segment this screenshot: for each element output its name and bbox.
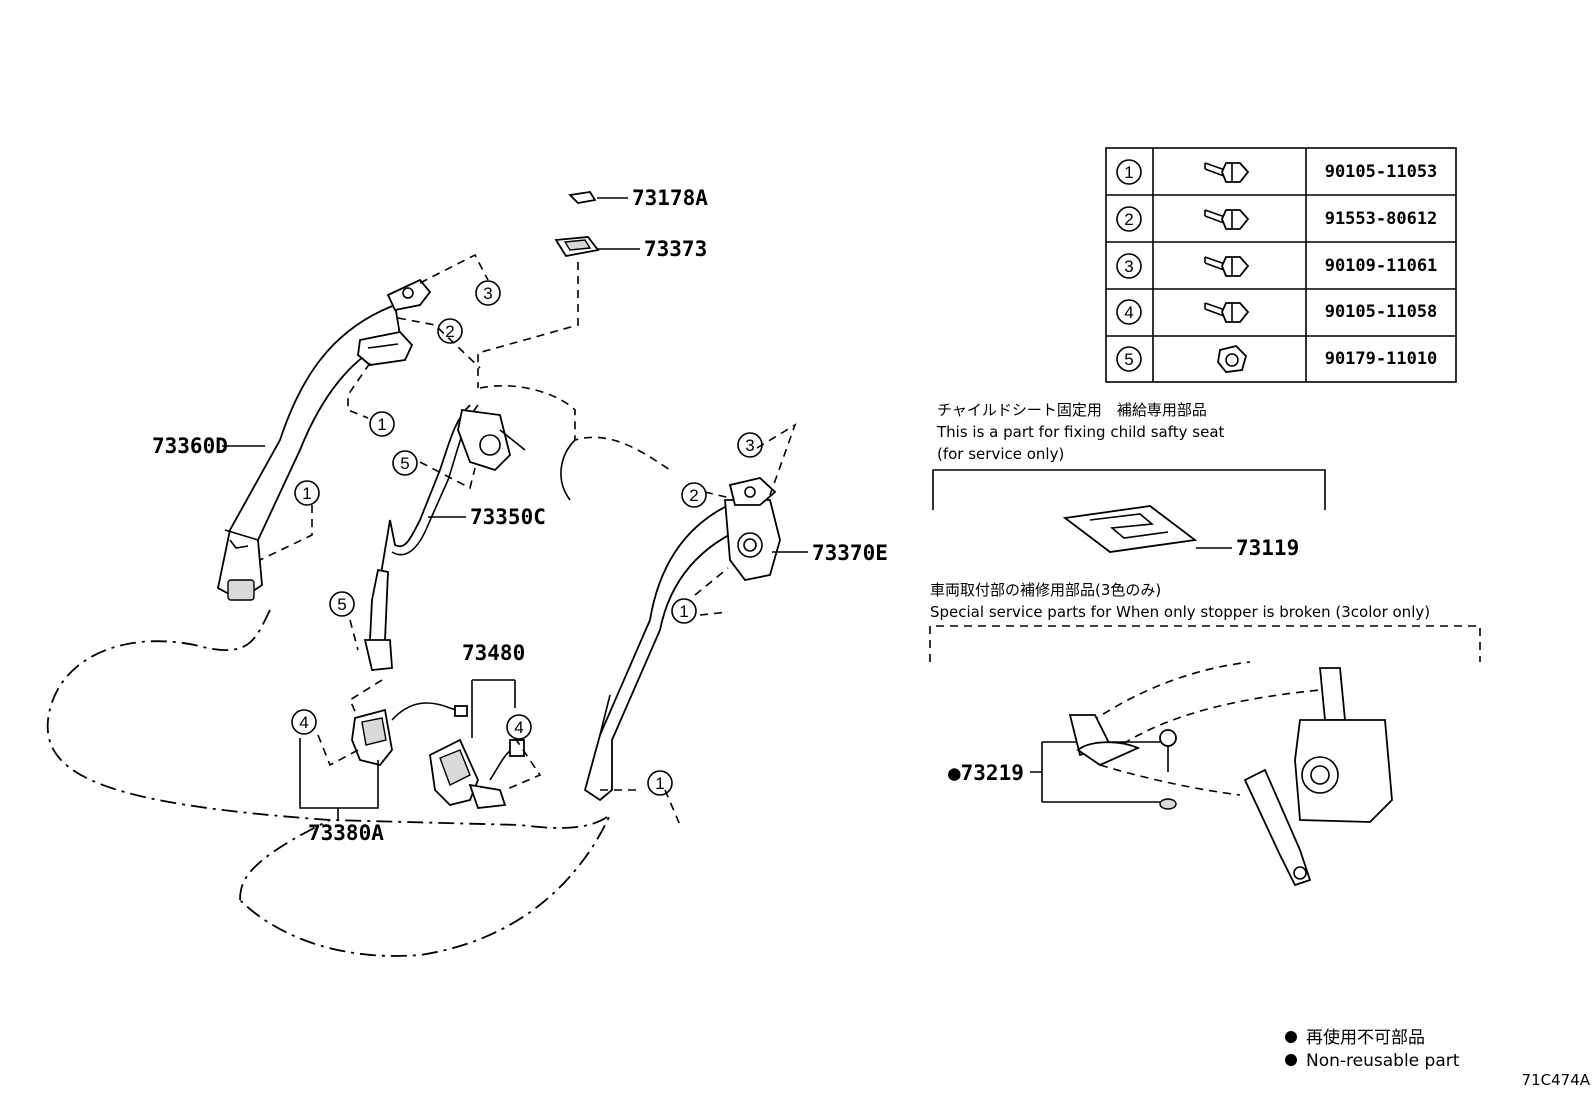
seat-outline <box>46 609 611 957</box>
label-73178A: 73178A <box>632 186 708 210</box>
svg-text:3: 3 <box>745 436 754 455</box>
figure-code: 71C474A <box>1522 1071 1591 1089</box>
buckle-73480 <box>429 738 525 809</box>
callout-1-upper-left: 1 <box>369 411 395 437</box>
upper-anchor-left <box>357 278 432 366</box>
dashed-ref-lines <box>259 253 797 826</box>
svg-text:2: 2 <box>1124 210 1133 229</box>
svg-text:再使用不可部品: 再使用不可部品 <box>1306 1027 1425 1048</box>
svg-text:3: 3 <box>483 284 492 303</box>
label-73373: 73373 <box>644 237 707 261</box>
label-73370E: 73370E <box>812 541 888 565</box>
callout-circles: 3 2 1 5 1 5 4 4 3 2 1 1 <box>291 280 763 796</box>
part-labels: 73178A 73373 73360D 73350C 73370E 73480 … <box>152 186 1299 845</box>
non-reusable-dot-icon <box>1285 1054 1297 1066</box>
label-73380A: 73380A <box>308 821 384 845</box>
belt-73360D <box>216 303 402 602</box>
callout-2-right: 2 <box>681 482 707 508</box>
bolt-icon <box>1204 256 1250 277</box>
label-73119: 73119 <box>1236 536 1299 560</box>
table-row: 3 90109-11061 <box>1116 253 1438 279</box>
seat-mid-curve <box>560 439 576 501</box>
svg-text:90105-11058: 90105-11058 <box>1325 302 1438 322</box>
svg-text:3: 3 <box>1124 257 1133 276</box>
bolt-icon <box>1204 302 1250 323</box>
callout-4-left-buckle: 4 <box>291 709 317 735</box>
buckle-73380A <box>351 702 468 767</box>
svg-text:5: 5 <box>400 454 409 473</box>
svg-text:4: 4 <box>514 718 523 737</box>
svg-text:90109-11061: 90109-11061 <box>1325 256 1438 276</box>
part-73373-shape <box>554 236 600 257</box>
svg-text:1: 1 <box>302 484 311 503</box>
legend: 再使用不可部品 Non-reusable part <box>1285 1027 1460 1071</box>
svg-text:Non-reusable part: Non-reusable part <box>1306 1051 1460 1071</box>
label-73480: 73480 <box>462 641 525 665</box>
svg-text:5: 5 <box>337 595 346 614</box>
svg-text:91553-80612: 91553-80612 <box>1325 209 1438 229</box>
svg-text:4: 4 <box>1124 303 1133 322</box>
non-reusable-dot-icon <box>1285 1031 1297 1043</box>
leader-lines <box>222 197 1232 820</box>
part-73178A-shape <box>568 191 597 204</box>
stopper-note: 車両取付部の補修用部品(3色のみ) Special service parts … <box>929 581 1481 662</box>
callout-5-lower: 5 <box>329 591 355 617</box>
svg-text:1: 1 <box>679 602 688 621</box>
table-row: 2 91553-80612 <box>1116 206 1438 232</box>
label-73360D: 73360D <box>152 434 228 458</box>
callout-3-right: 3 <box>737 432 763 458</box>
belt-73350C <box>363 404 526 671</box>
svg-text:Special service parts for When: Special service parts for When only stop… <box>930 603 1430 621</box>
svg-text:1: 1 <box>655 774 664 793</box>
callout-1-right-belt: 1 <box>671 598 697 624</box>
callout-2-top-left: 2 <box>437 318 463 344</box>
bolt-icon <box>1204 162 1250 183</box>
child-seat-note: チャイルドシート固定用 補給専用部品 This is a part for fi… <box>932 401 1326 510</box>
stopper-detail <box>1068 661 1393 887</box>
belt-73370E <box>583 477 781 802</box>
seat-back-curve <box>239 819 331 901</box>
svg-text:1: 1 <box>1124 163 1133 182</box>
table-row: 5 90179-11010 <box>1116 345 1438 373</box>
callout-1-left-belt: 1 <box>294 480 320 506</box>
svg-text:5: 5 <box>1124 350 1133 369</box>
seat-top-curve <box>479 384 671 471</box>
table-row: 4 90105-11058 <box>1116 299 1438 325</box>
fastener-table: 1 90105-11053 2 91553-80612 3 <box>1105 147 1457 383</box>
callout-3-top-left: 3 <box>475 280 501 306</box>
svg-text:1: 1 <box>377 415 386 434</box>
svg-text:チャイルドシート固定用 補給専用部品: チャイルドシート固定用 補給専用部品 <box>937 401 1207 419</box>
label-73219: ●73219 <box>948 761 1024 785</box>
part-73119-shape <box>1062 505 1198 553</box>
svg-text:90179-11010: 90179-11010 <box>1325 349 1438 369</box>
nut-icon <box>1217 345 1248 373</box>
svg-text:This is a part for fixing chil: This is a part for fixing child safty se… <box>936 423 1225 441</box>
callout-5-center: 5 <box>392 450 418 476</box>
callout-1-bottom-right: 1 <box>647 770 673 796</box>
svg-text:2: 2 <box>445 322 454 341</box>
svg-text:4: 4 <box>299 713 308 732</box>
label-73350C: 73350C <box>470 505 546 529</box>
svg-text:2: 2 <box>689 486 698 505</box>
svg-text:(for service only): (for service only) <box>937 445 1064 463</box>
callout-4-right-buckle: 4 <box>506 714 532 740</box>
table-row: 1 90105-11053 <box>1116 159 1438 185</box>
svg-text:車両取付部の補修用部品(3色のみ): 車両取付部の補修用部品(3色のみ) <box>930 581 1161 599</box>
bolt-icon <box>1204 209 1250 230</box>
svg-text:90105-11053: 90105-11053 <box>1325 162 1438 182</box>
